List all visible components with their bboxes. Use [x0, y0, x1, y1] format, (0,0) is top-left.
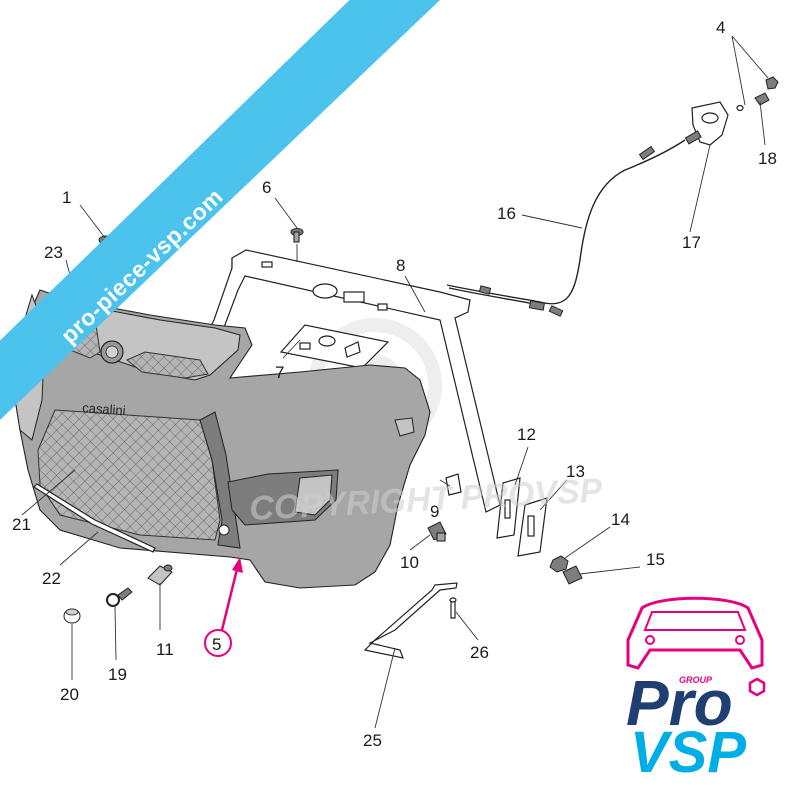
callout-13: 13 — [566, 462, 585, 481]
callout-1: 1 — [62, 188, 71, 207]
part-18-screw — [754, 92, 770, 106]
highlight-callout-5: 5 — [204, 557, 243, 657]
part-4-nut — [736, 76, 779, 112]
part-14-nut — [549, 555, 569, 573]
part-8-bracket — [205, 249, 501, 513]
car-window-icon — [643, 611, 747, 631]
callout-26: 26 — [470, 643, 489, 662]
callout-11: 11 — [156, 640, 174, 659]
car-silhouette-icon — [626, 596, 764, 670]
leader-lines — [21, 35, 769, 729]
highlight-arrow — [220, 564, 240, 631]
part-17-latch — [684, 101, 729, 146]
callout-22: 22 — [42, 569, 61, 588]
logo-pro-text: Pro — [626, 667, 733, 739]
provsp-logo: GROUP Pro VSP — [626, 596, 766, 785]
callout-14: 14 — [611, 510, 630, 529]
callout-7: 7 — [275, 363, 284, 382]
part-20-plug — [63, 608, 81, 624]
logo-group-text: GROUP — [679, 675, 713, 685]
hex-nut-icon — [748, 677, 766, 697]
callout-17: 17 — [682, 233, 701, 252]
part-11-spacer — [147, 564, 173, 586]
callout-25: 25 — [363, 731, 382, 750]
highlight-circle — [204, 629, 232, 657]
highlight-label: 5 — [212, 635, 221, 654]
callout-16: 16 — [497, 204, 516, 223]
watermark-band — [0, 0, 440, 420]
callout-23: 23 — [44, 243, 63, 262]
part-22-strip — [33, 483, 156, 553]
part-9-clip — [445, 473, 462, 496]
callout-4: 4 — [716, 18, 725, 37]
callout-12: 12 — [517, 425, 536, 444]
callout-19: 19 — [108, 665, 127, 684]
headlight-right-icon — [735, 635, 745, 645]
logo-vsp-text: VSP — [630, 720, 746, 785]
headlight-left-icon — [645, 635, 655, 645]
callout-10: 10 — [400, 553, 419, 572]
callout-9: 9 — [430, 502, 439, 521]
part-6-screw — [290, 228, 304, 243]
highlight-arrowhead — [232, 557, 243, 573]
part-16-cable — [446, 139, 686, 317]
brand-text: casalini — [82, 400, 126, 418]
part-15-bolt — [562, 565, 583, 585]
callout-15: 15 — [646, 550, 665, 569]
part-10-bolt — [427, 521, 447, 542]
part-25-support — [363, 582, 458, 659]
callout-6: 6 — [262, 178, 271, 197]
callout-18: 18 — [758, 149, 777, 168]
callout-20: 20 — [60, 685, 79, 704]
part-19-tow-hook — [106, 587, 133, 607]
callout-labels: 1 2 3 4 6 7 8 9 10 11 12 13 14 15 16 17 … — [12, 18, 777, 750]
callout-21: 21 — [12, 515, 31, 534]
callout-8: 8 — [396, 256, 405, 275]
part-12-bracket — [496, 477, 521, 539]
part-13-bracket — [517, 497, 548, 557]
part-7-plate — [279, 324, 390, 369]
part-26-pin — [449, 597, 457, 619]
